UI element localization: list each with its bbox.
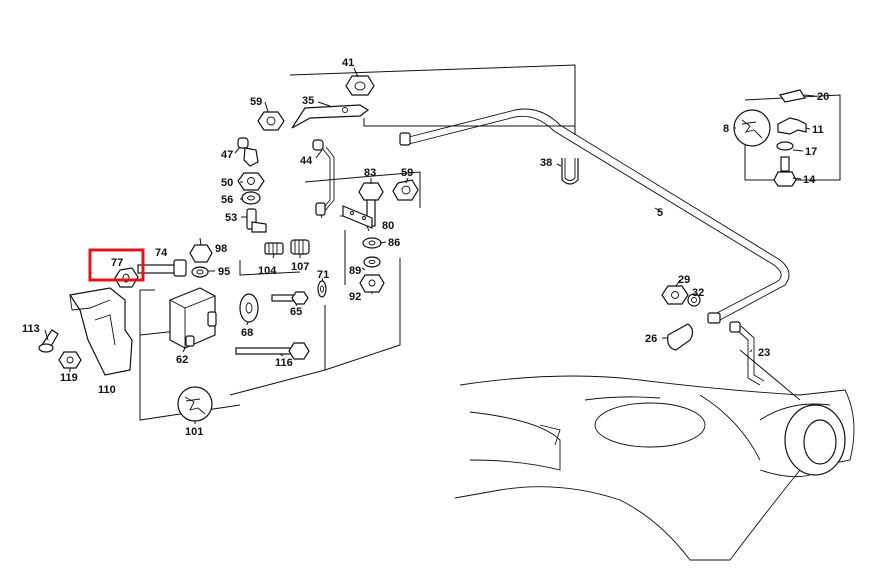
wrench-icon bbox=[177, 386, 213, 422]
nut-part bbox=[392, 179, 419, 201]
callout-68: 68 bbox=[241, 327, 253, 339]
callout-23: 23 bbox=[758, 347, 770, 359]
callout-38: 38 bbox=[540, 157, 552, 169]
callout-107: 107 bbox=[291, 261, 309, 273]
nut-part bbox=[257, 111, 285, 131]
callout-11: 11 bbox=[812, 124, 824, 136]
valve-block-part bbox=[169, 287, 217, 349]
callout-14: 14 bbox=[803, 174, 816, 186]
callout-95: 95 bbox=[218, 266, 230, 278]
wrench-icon bbox=[733, 109, 771, 147]
threaded-bush-part bbox=[290, 239, 310, 255]
u-bolt-part bbox=[561, 158, 579, 185]
spring-washer-part bbox=[363, 256, 381, 268]
callout-80: 80 bbox=[382, 220, 394, 232]
washer-part bbox=[317, 280, 327, 298]
link-rod bbox=[729, 321, 765, 386]
bolt-part bbox=[773, 156, 797, 187]
callout-74: 74 bbox=[155, 247, 168, 259]
callout-89: 89 bbox=[349, 265, 361, 277]
callout-116: 116 bbox=[275, 357, 293, 369]
bush-part bbox=[776, 141, 794, 151]
bracket-part bbox=[291, 104, 370, 129]
callout-101: 101 bbox=[185, 426, 203, 438]
bolt-part bbox=[235, 342, 310, 360]
nut-part bbox=[359, 274, 385, 293]
callout-92: 92 bbox=[349, 291, 361, 303]
stabilizer-bar bbox=[399, 108, 790, 324]
callout-26: 26 bbox=[645, 333, 657, 345]
leader-lines bbox=[44, 67, 816, 424]
callout-110: 110 bbox=[98, 384, 116, 396]
callout-32: 32 bbox=[692, 287, 704, 299]
rubber-bush-part bbox=[667, 323, 694, 351]
mount-bracket-part bbox=[68, 287, 133, 376]
callout-98: 98 bbox=[215, 243, 227, 255]
highlight-box bbox=[88, 248, 145, 282]
callout-41: 41 bbox=[342, 57, 354, 69]
bolt-part bbox=[137, 259, 187, 277]
callout-50: 50 bbox=[221, 177, 233, 189]
disk-part bbox=[239, 293, 259, 323]
bolt-part bbox=[271, 291, 309, 305]
group-frame-lines bbox=[139, 64, 841, 421]
callout-29: 29 bbox=[678, 274, 690, 286]
threaded-rod-part bbox=[312, 139, 335, 219]
washer-part bbox=[687, 293, 701, 307]
callout-83: 83 bbox=[364, 167, 376, 179]
callout-119: 119 bbox=[60, 372, 78, 384]
callout-59: 59 bbox=[250, 96, 262, 108]
callout-62: 62 bbox=[176, 354, 188, 366]
bolt-part bbox=[189, 244, 213, 263]
callout-59: 59 bbox=[401, 167, 413, 179]
nut-part bbox=[661, 285, 689, 305]
plate-part bbox=[342, 205, 373, 229]
callout-104: 104 bbox=[258, 265, 277, 277]
threaded-bush-part bbox=[264, 242, 284, 255]
ball-joint-part bbox=[237, 137, 259, 167]
callout-44: 44 bbox=[300, 155, 313, 167]
callout-86: 86 bbox=[388, 237, 400, 249]
callout-56: 56 bbox=[221, 194, 233, 206]
screw-part bbox=[38, 329, 59, 353]
nut-part bbox=[58, 351, 82, 369]
clip-part bbox=[778, 89, 806, 103]
callout-77: 77 bbox=[111, 257, 123, 269]
callout-53: 53 bbox=[225, 212, 237, 224]
callout-65: 65 bbox=[290, 306, 302, 318]
clamp-part bbox=[777, 117, 807, 135]
callout-8: 8 bbox=[723, 123, 729, 135]
nut-part bbox=[237, 172, 265, 191]
bush-part bbox=[362, 237, 382, 249]
callout-113: 113 bbox=[22, 323, 40, 335]
ball-joint-part bbox=[246, 208, 267, 233]
callout-17: 17 bbox=[805, 146, 817, 158]
callout-5: 5 bbox=[657, 207, 663, 219]
callout-71: 71 bbox=[317, 269, 329, 281]
axle-carrier bbox=[454, 375, 855, 561]
washer-part bbox=[241, 191, 261, 205]
callout-labels: 41 35 59 20 8 11 17 14 47 44 83 59 38 5 … bbox=[22, 57, 829, 438]
callout-47: 47 bbox=[221, 149, 233, 161]
callout-20: 20 bbox=[817, 91, 829, 103]
nut-part bbox=[345, 75, 375, 96]
callout-35: 35 bbox=[302, 95, 314, 107]
nut-part bbox=[114, 267, 139, 288]
washer-part bbox=[191, 266, 209, 278]
